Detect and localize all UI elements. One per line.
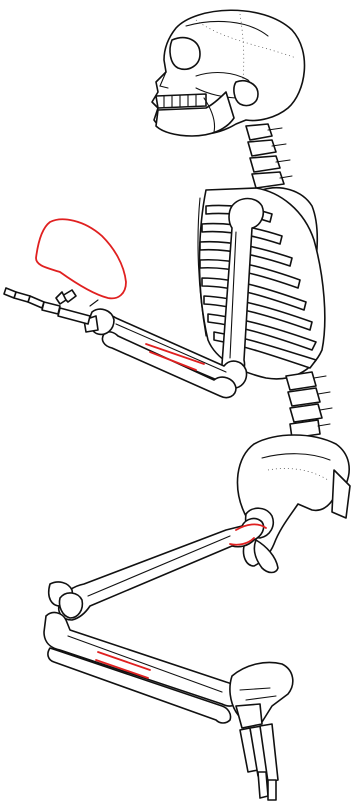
skull [152, 10, 304, 136]
foot [230, 663, 293, 801]
patella [59, 593, 82, 618]
detached-outline [36, 219, 126, 298]
pelvis [237, 435, 350, 573]
lumbar-spine [286, 372, 332, 438]
cervical-spine [246, 124, 292, 188]
